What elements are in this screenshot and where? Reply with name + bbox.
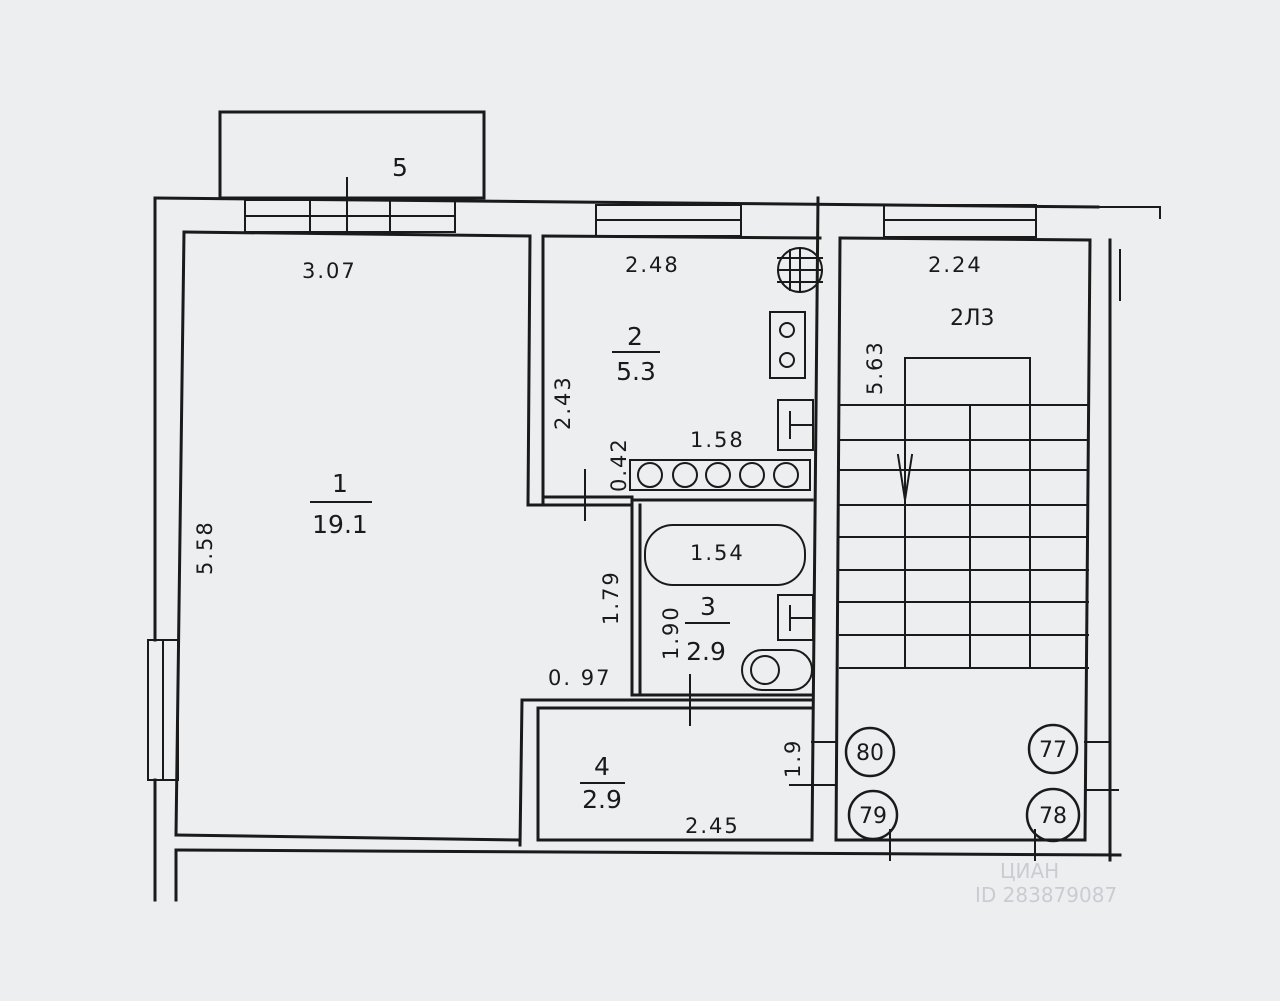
stair-label: 2Л3 — [950, 306, 995, 331]
dim-r1-length: 5.58 — [193, 520, 217, 575]
ventilation-icon — [629, 459, 811, 491]
room3-number: 3 — [700, 592, 716, 621]
window-left — [147, 639, 179, 781]
kitchen-sink-icon — [777, 399, 814, 451]
dim-r4-width: 2.45 — [685, 814, 740, 838]
bathtub-icon — [644, 524, 806, 586]
outer-wall-top-inner — [182, 230, 532, 238]
apt-circle-79 — [847, 789, 899, 841]
room1-area: 19.1 — [312, 510, 368, 539]
dim-r4-depth: 1.9 — [781, 739, 805, 778]
room2-number: 2 — [627, 322, 643, 351]
dim-r1-width: 3.07 — [302, 259, 357, 283]
window-room1 — [244, 199, 456, 233]
apt-circle-77 — [1027, 723, 1079, 775]
room4-number: 4 — [594, 752, 610, 781]
balcony-outline — [218, 110, 486, 200]
stair-right-wall — [1083, 238, 1092, 842]
stair-arrow-icon — [896, 439, 914, 526]
wash-basin-icon — [777, 594, 814, 641]
wall-bottom-outer — [174, 848, 1122, 857]
dim-bath-side: 1.79 — [599, 570, 623, 625]
dim-bath-tub: 1.54 — [690, 541, 745, 565]
apt-number-79: 79 — [859, 804, 887, 829]
stove-icon — [769, 311, 806, 379]
dim-stair-width: 2.24 — [928, 253, 983, 277]
apt-number-77: 77 — [1039, 738, 1067, 763]
staircase — [839, 357, 1089, 669]
room4-area: 2.9 — [582, 785, 622, 814]
wall-bottom-room1 — [174, 833, 522, 842]
outer-wall-top-inner-3 — [838, 236, 1092, 242]
toilet-icon — [741, 649, 813, 691]
partition-r1-r2 — [526, 234, 532, 507]
dim-stair-length: 5.63 — [863, 340, 887, 395]
balcony-label: 5 — [392, 153, 408, 182]
dim-r2-depth: 2.43 — [551, 375, 575, 430]
window-stair — [883, 204, 1037, 238]
partition-r2-stair — [810, 196, 820, 842]
room1-number: 1 — [332, 469, 348, 498]
watermark-brand: ЦИАН — [1000, 859, 1059, 883]
apt-number-78: 78 — [1039, 804, 1067, 829]
dim-bath-inner: 1.90 — [659, 605, 683, 660]
dim-r2-width: 2.48 — [625, 253, 680, 277]
gas-riser-icon — [777, 247, 823, 293]
dim-niche-depth: 0.42 — [607, 437, 631, 492]
window-kitchen — [595, 204, 742, 237]
apt-circle-78 — [1025, 787, 1081, 843]
apt-circle-80 — [844, 726, 896, 778]
watermark-id: ID 283879087 — [975, 883, 1117, 907]
room2-area: 5.3 — [616, 357, 656, 386]
dim-corridor-gap: 0. 97 — [548, 666, 611, 690]
dim-niche-width: 1.58 — [690, 428, 745, 452]
apt-number-80: 80 — [856, 741, 884, 766]
room3-area: 2.9 — [686, 637, 726, 666]
partition-r1-r4 — [518, 698, 524, 847]
